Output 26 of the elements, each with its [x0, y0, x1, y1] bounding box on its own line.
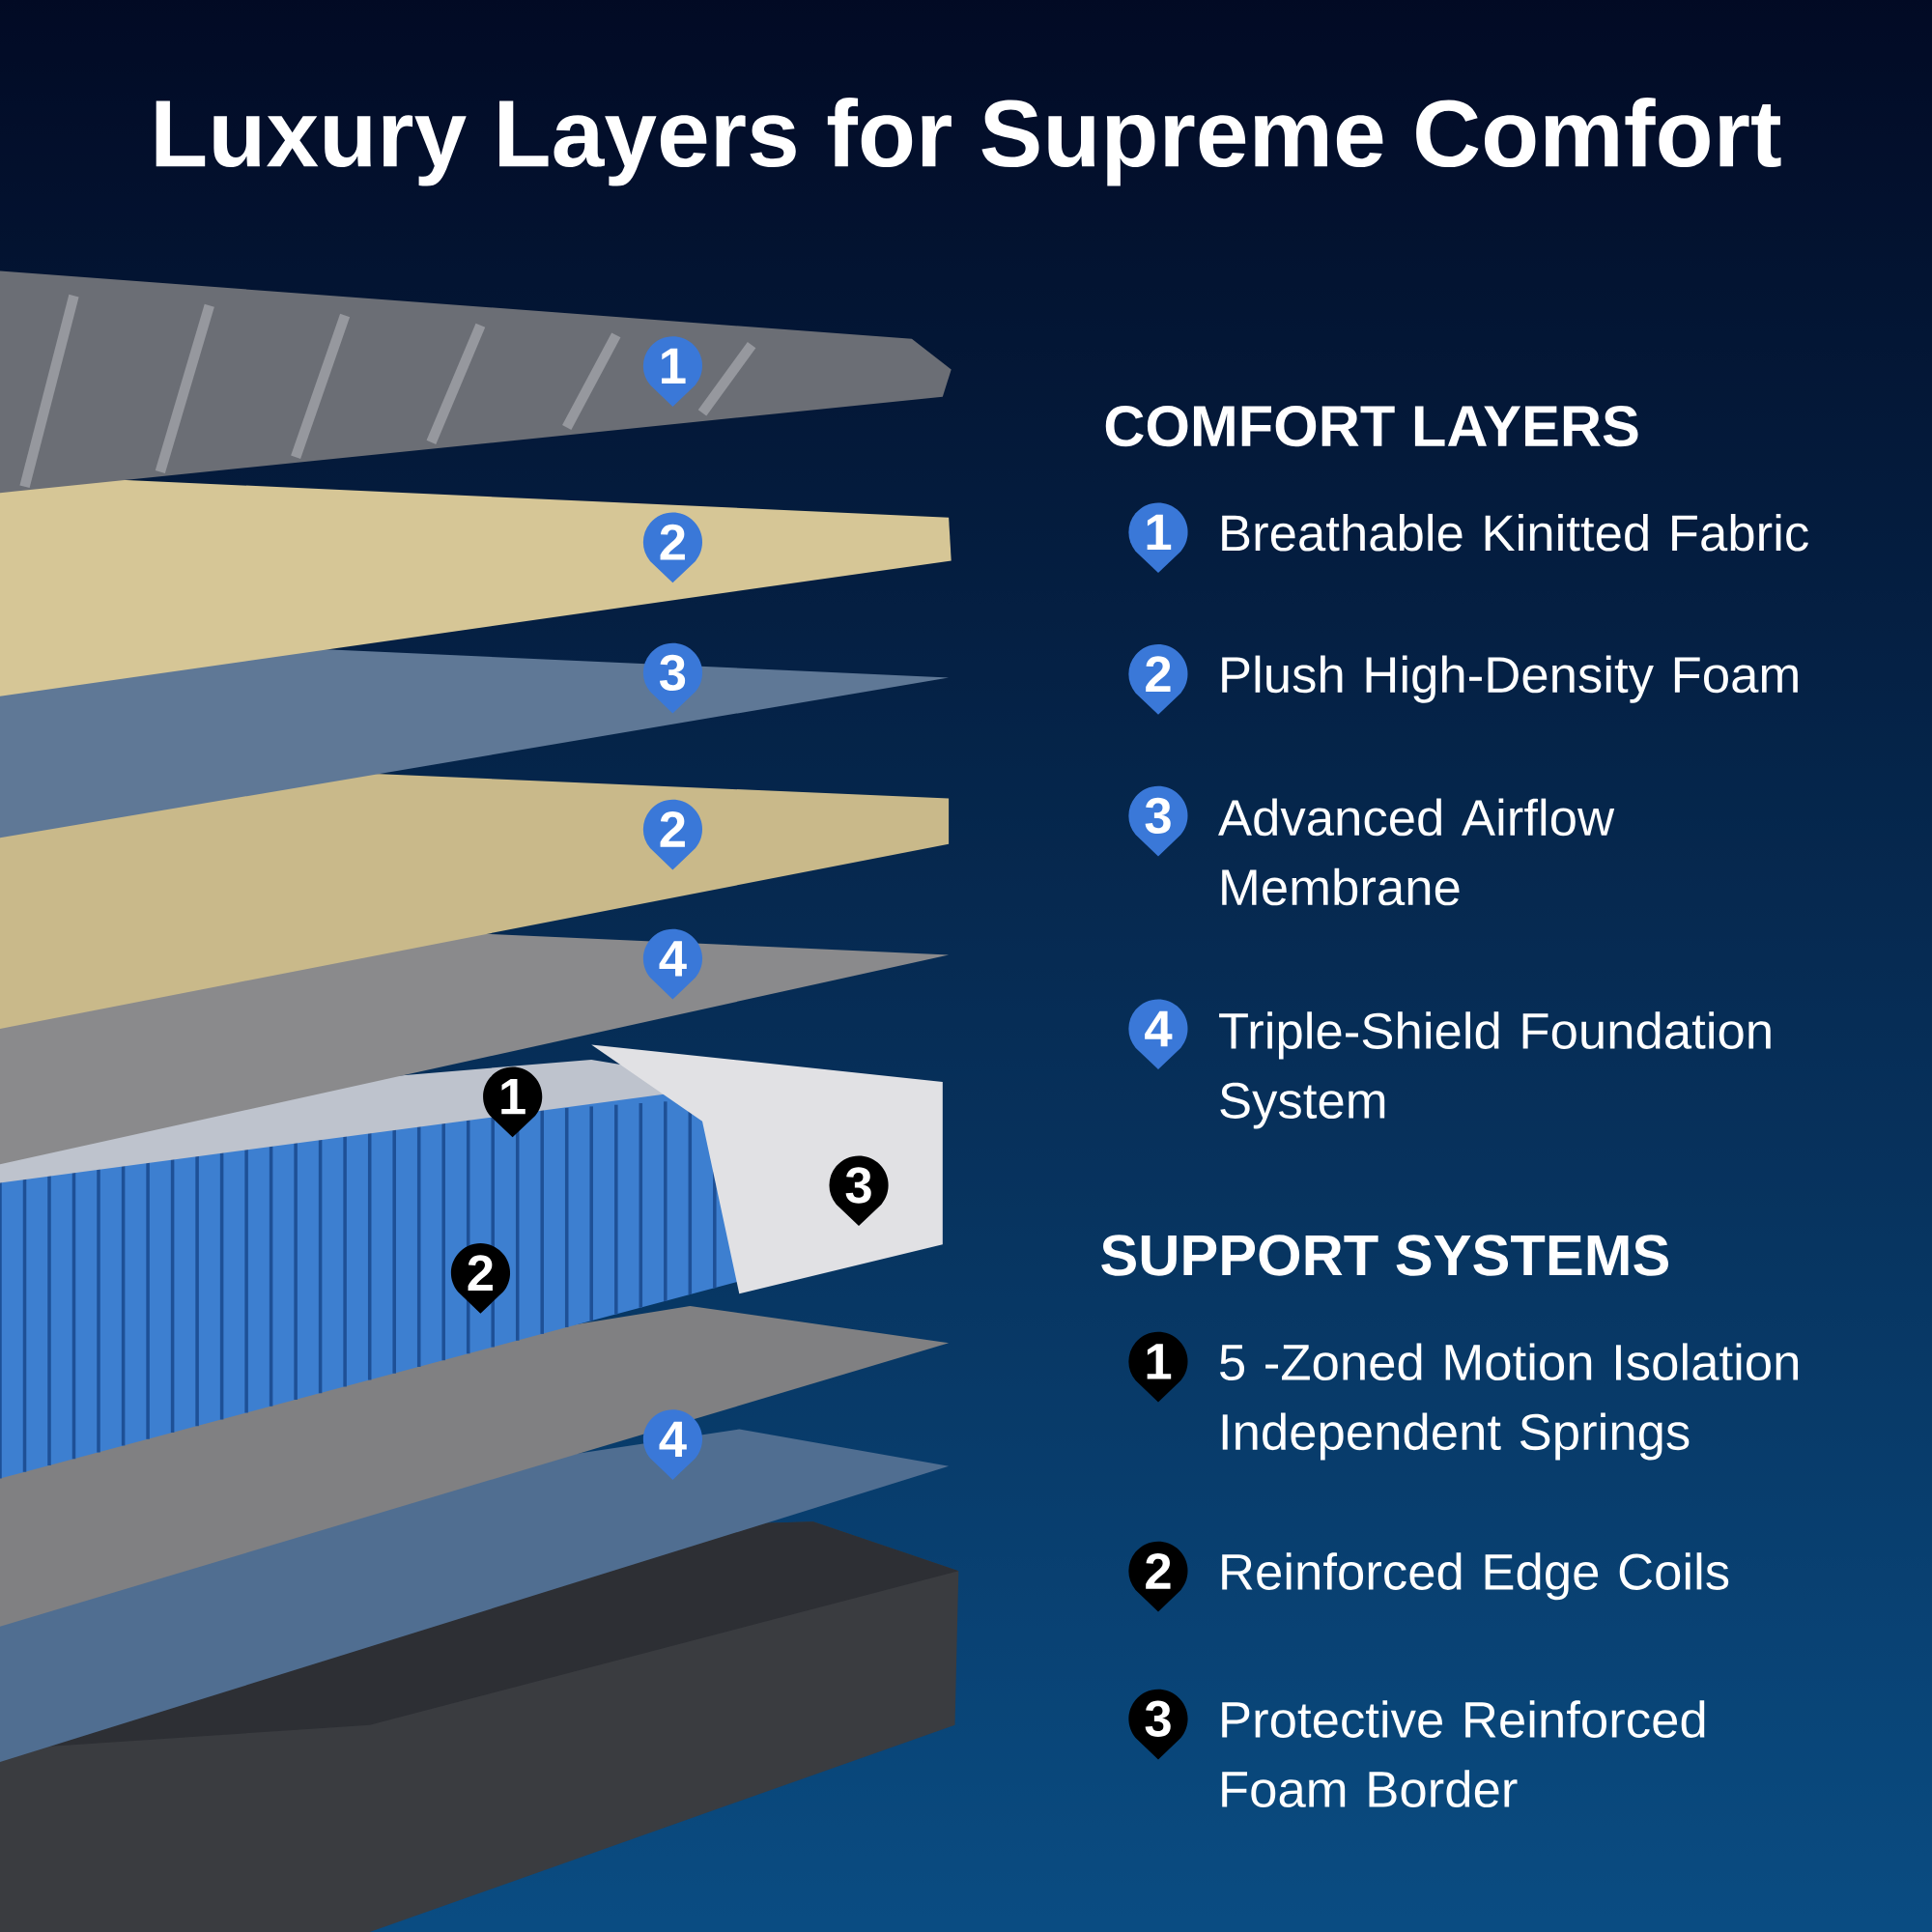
title: Luxury Layers for Supreme Comfort [156, 97, 1781, 186]
callout-pin: 1 [1128, 502, 1188, 574]
section-heading: COMFORT LAYERS [1105, 405, 1638, 447]
callout-pin: 2 [642, 799, 703, 870]
layer-description: Breathable Kinitted Fabric [1222, 513, 1808, 552]
callout-pin: 1 [1128, 1331, 1188, 1403]
callout-pin: 3 [829, 1155, 889, 1227]
callout-pin: 3 [1128, 785, 1188, 857]
callout-pin: 2 [1128, 644, 1188, 715]
callout-pin: 1 [483, 1066, 543, 1138]
layer-description: 5 -Zoned Motion Isolation Independent Springs [1220, 1343, 1799, 1461]
layer-description: Triple-Shield Foundation System [1219, 1011, 1771, 1129]
callout-pin: 3 [642, 642, 703, 714]
layer-description: Advanced Airflow Membrane [1218, 798, 1615, 906]
callout-pin: 4 [642, 1409, 703, 1480]
callout-pin: 3 [1128, 1689, 1188, 1760]
callout-pin: 2 [450, 1243, 511, 1314]
layer-description: Plush High-Density Foam [1222, 655, 1798, 703]
layer-description: Protective Reinforced Foam Border [1222, 1700, 1705, 1808]
layer-description: Reinforced Edge Coils [1222, 1552, 1729, 1601]
callout-pin: 1 [642, 336, 703, 407]
callout-pin: 4 [1128, 999, 1188, 1070]
section-heading: SUPPORT SYSTEMS [1101, 1235, 1668, 1276]
callout-pin: 2 [1128, 1541, 1188, 1612]
callout-pin: 2 [642, 512, 703, 583]
callout-pin: 4 [642, 928, 703, 1000]
